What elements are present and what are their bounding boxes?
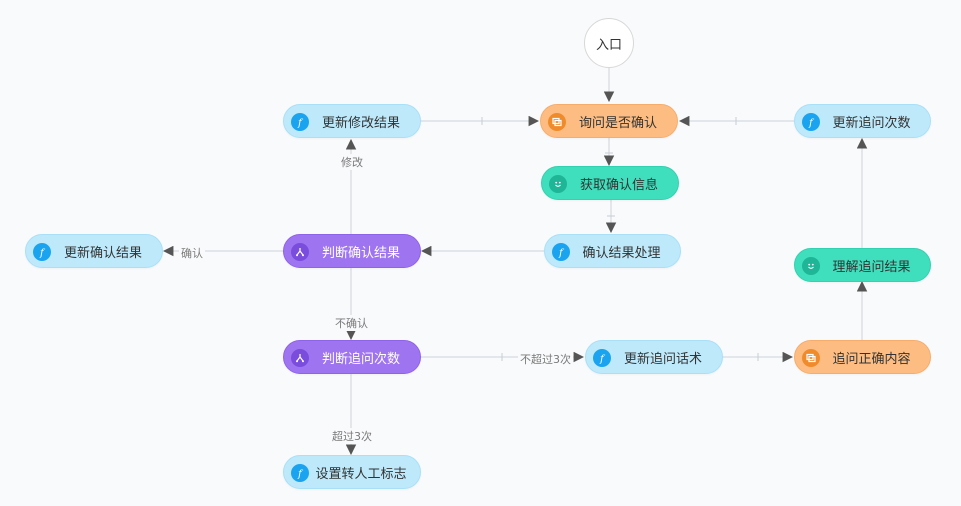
- node-set-transfer-flag[interactable]: f 设置转人工标志: [283, 455, 421, 489]
- node-label: 更新确认结果: [63, 245, 142, 261]
- svg-text:f: f: [599, 354, 606, 364]
- smile-robot-icon: [549, 175, 567, 193]
- node-label: 追问正确内容: [832, 351, 911, 367]
- node-update-ask-script[interactable]: f 更新追问话术: [585, 340, 723, 374]
- smile-robot-icon: [802, 257, 820, 275]
- function-icon: f: [552, 243, 570, 261]
- node-label: 理解追问结果: [832, 259, 911, 275]
- node-confirm-result-process[interactable]: f 确认结果处理: [544, 234, 681, 268]
- svg-text:f: f: [297, 118, 304, 128]
- edge-label-modify: 修改: [339, 154, 365, 170]
- node-label: 判断追问次数: [321, 351, 400, 367]
- node-ask-confirm[interactable]: 询问是否确认: [540, 104, 678, 138]
- node-label: 更新追问话术: [623, 351, 702, 367]
- chat-bubble-icon: [802, 349, 820, 367]
- node-ask-correct-content[interactable]: 追问正确内容: [794, 340, 931, 374]
- svg-text:f: f: [297, 469, 304, 479]
- function-icon: f: [291, 113, 309, 131]
- entry-label: 入口: [595, 37, 622, 53]
- edge-label-confirm: 确认: [179, 245, 205, 261]
- entry-node[interactable]: 入口: [584, 18, 634, 68]
- node-understand-ask-result[interactable]: 理解追问结果: [794, 248, 931, 282]
- function-icon: f: [802, 113, 820, 131]
- edge-label-not-confirm: 不确认: [333, 315, 370, 331]
- node-label: 获取确认信息: [579, 177, 658, 193]
- node-judge-ask-count[interactable]: 判断追问次数: [283, 340, 421, 374]
- node-label: 确认结果处理: [582, 245, 661, 261]
- function-icon: f: [33, 243, 51, 261]
- node-judge-confirm-result[interactable]: 判断确认结果: [283, 234, 421, 268]
- function-icon: f: [593, 349, 611, 367]
- node-label: 更新修改结果: [321, 115, 400, 131]
- edge-label-not-over-3: 不超过3次: [518, 351, 573, 367]
- node-label: 判断确认结果: [321, 245, 400, 261]
- chat-bubble-icon: [548, 113, 566, 131]
- edge-label-over-3: 超过3次: [330, 428, 374, 444]
- node-update-ask-count[interactable]: f 更新追问次数: [794, 104, 931, 138]
- svg-text:f: f: [558, 248, 565, 258]
- node-label: 更新追问次数: [832, 115, 911, 131]
- node-get-confirm-info[interactable]: 获取确认信息: [541, 166, 679, 200]
- node-update-modify-result[interactable]: f 更新修改结果: [283, 104, 421, 138]
- svg-text:f: f: [39, 248, 46, 258]
- node-label: 询问是否确认: [578, 115, 657, 131]
- svg-text:f: f: [808, 118, 815, 128]
- function-icon: f: [291, 464, 309, 482]
- branch-icon: [291, 243, 309, 261]
- node-label: 设置转人工标志: [315, 466, 407, 482]
- node-update-confirm-result[interactable]: f 更新确认结果: [25, 234, 163, 268]
- branch-icon: [291, 349, 309, 367]
